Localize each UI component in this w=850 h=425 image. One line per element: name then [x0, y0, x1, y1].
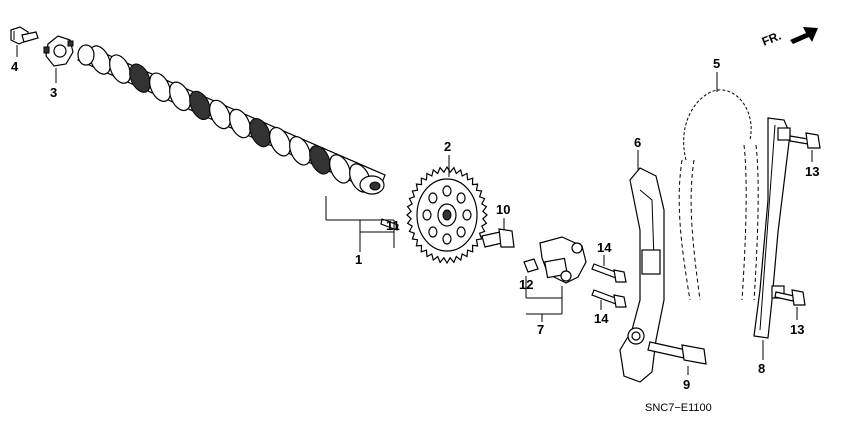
callout-2: 2 — [444, 139, 451, 154]
part-2-cam-sprocket[interactable] — [406, 165, 488, 265]
callout-14-lower: 14 — [594, 311, 609, 326]
callout-4: 4 — [11, 59, 19, 74]
part-1-camshaft[interactable] — [76, 43, 386, 196]
cam-lobe — [269, 126, 291, 157]
cam-lobe — [209, 99, 231, 130]
callout-5: 5 — [713, 56, 720, 71]
part-14-bolt-lower[interactable] — [591, 289, 627, 308]
callout-8: 8 — [758, 361, 765, 376]
sprocket-hole — [422, 209, 432, 221]
callout-7: 7 — [537, 322, 544, 337]
front-label: FR. — [760, 29, 783, 49]
part-12-pin[interactable] — [523, 258, 539, 273]
part-3-pulse-plate[interactable] — [43, 35, 74, 67]
cam-lobe — [229, 108, 251, 139]
callout-1: 1 — [355, 252, 362, 267]
callout-6: 6 — [634, 135, 641, 150]
part-14-bolt-upper[interactable] — [591, 263, 627, 283]
front-direction-indicator: FR. — [760, 27, 818, 49]
cam-lobe — [89, 45, 111, 75]
cam-lobe — [149, 72, 171, 102]
sprocket-hole — [428, 192, 438, 204]
sprocket-hole — [456, 192, 466, 204]
part-9-arm-bolt[interactable] — [647, 341, 707, 365]
callout-3: 3 — [50, 85, 57, 100]
callout-9: 9 — [683, 377, 690, 392]
sprocket-hole — [442, 233, 452, 245]
sprocket-hole — [462, 209, 472, 221]
part-13-bolt-upper[interactable] — [789, 132, 821, 149]
part-5-cam-chain[interactable] — [678, 89, 759, 301]
cam-lobe — [309, 145, 331, 175]
part-7-tensioner[interactable] — [539, 236, 587, 284]
leader-lines — [16, 45, 813, 375]
sprocket-hole — [456, 226, 466, 238]
sprocket-hole — [428, 226, 438, 238]
part-4-plug[interactable] — [10, 26, 39, 45]
cam-lobe — [329, 154, 351, 184]
callout-labels: 4 3 2 10 11 1 14 12 14 7 6 5 13 13 8 9 — [11, 56, 819, 392]
callout-13-upper: 13 — [805, 164, 819, 179]
callout-14-upper: 14 — [597, 240, 612, 255]
cam-lobe — [169, 81, 191, 112]
callout-11: 11 — [386, 218, 400, 233]
cam-lobe — [109, 54, 131, 84]
part-13-bolt-lower[interactable] — [774, 289, 806, 306]
front-arrow-icon — [790, 27, 818, 44]
callout-12: 12 — [519, 277, 533, 292]
cam-lobe — [289, 136, 311, 166]
callout-13-lower: 13 — [790, 322, 804, 337]
diagram-code: SNC7−E1100 — [645, 402, 712, 414]
part-10-sprocket-bolt[interactable] — [481, 228, 515, 248]
cam-lobe — [189, 90, 211, 121]
cam-lobe — [129, 63, 151, 93]
sprocket-hole — [442, 185, 452, 197]
cam-lobe — [249, 117, 271, 148]
part-6-tensioner-arm[interactable] — [619, 167, 665, 383]
part-8-chain-guide[interactable] — [753, 117, 791, 339]
callout-10: 10 — [496, 202, 510, 217]
